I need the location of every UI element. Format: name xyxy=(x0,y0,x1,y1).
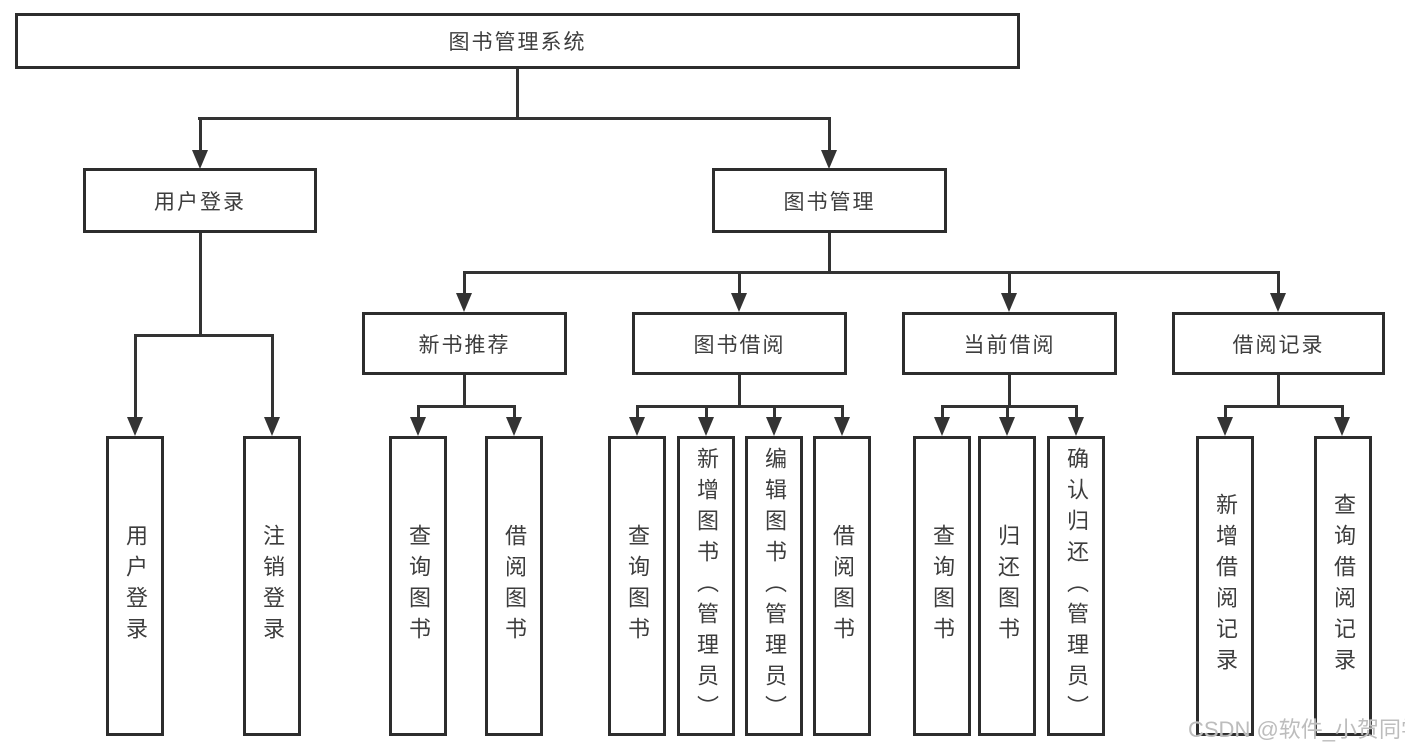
connector-line xyxy=(198,117,831,120)
connector-line xyxy=(1008,374,1011,407)
connector-line xyxy=(1224,405,1344,408)
arrowhead-icon xyxy=(127,417,143,436)
arrowhead-icon xyxy=(1068,417,1084,436)
arrowhead-icon xyxy=(506,417,522,436)
node-user-login: 用户登录 xyxy=(83,168,317,233)
leaf-add-borrow-record-label: 新增借阅记录 xyxy=(1213,493,1238,679)
leaf-query-books-current-label: 查询图书 xyxy=(930,524,955,648)
node-current-borrow: 当前借阅 xyxy=(902,312,1117,375)
leaf-user-login-label: 用户登录 xyxy=(123,524,148,648)
connector-line xyxy=(705,405,708,419)
connector-line xyxy=(636,405,639,419)
node-book-management-label: 图书管理 xyxy=(783,190,876,214)
node-root: 图书管理系统 xyxy=(15,13,1020,69)
arrowhead-icon xyxy=(821,150,837,169)
arrowhead-icon xyxy=(192,150,208,169)
connector-line xyxy=(1277,374,1280,407)
connector-line xyxy=(636,405,843,408)
node-user-login-label: 用户登录 xyxy=(154,190,246,214)
leaf-return-book: 归还图书 xyxy=(978,436,1036,736)
leaf-return-book-label: 归还图书 xyxy=(995,524,1020,648)
arrowhead-icon xyxy=(264,417,280,436)
csdn-watermark: CSDN @软件_小贺同学 xyxy=(1188,717,1405,742)
connector-line xyxy=(1008,271,1011,295)
leaf-edit-book-admin: 编辑图书（管理员） xyxy=(745,436,803,736)
leaf-query-borrow-record-label: 查询借阅记录 xyxy=(1331,493,1356,679)
connector-line xyxy=(738,374,741,407)
leaf-query-books-current: 查询图书 xyxy=(913,436,971,736)
connector-line xyxy=(417,405,420,419)
leaf-logout: 注销登录 xyxy=(243,436,301,736)
connector-line xyxy=(941,405,1077,408)
leaf-borrow-books-recommend-label: 借阅图书 xyxy=(502,524,527,648)
connector-line xyxy=(134,334,137,418)
connector-line xyxy=(1006,405,1009,419)
connector-line xyxy=(417,405,516,408)
arrowhead-icon xyxy=(629,417,645,436)
arrowhead-icon xyxy=(410,417,426,436)
arrowhead-icon xyxy=(934,417,950,436)
leaf-borrow-books-2: 借阅图书 xyxy=(813,436,871,736)
node-new-book-recommend: 新书推荐 xyxy=(362,312,567,375)
arrowhead-icon xyxy=(834,417,850,436)
leaf-add-book-admin-label: 新增图书（管理员） xyxy=(694,446,719,726)
connector-line xyxy=(1224,405,1227,419)
connector-line xyxy=(199,232,202,336)
arrowhead-icon xyxy=(1217,417,1233,436)
connector-line xyxy=(516,69,519,119)
connector-line xyxy=(1341,405,1344,419)
arrowhead-icon xyxy=(731,293,747,312)
leaf-edit-book-admin-label: 编辑图书（管理员） xyxy=(762,446,787,726)
node-root-label: 图书管理系统 xyxy=(448,31,587,54)
arrowhead-icon xyxy=(698,417,714,436)
arrowhead-icon xyxy=(999,417,1015,436)
leaf-logout-label: 注销登录 xyxy=(260,524,285,648)
node-new-book-recommend-label: 新书推荐 xyxy=(418,333,511,357)
node-book-borrow-label: 图书借阅 xyxy=(693,333,786,357)
connector-line xyxy=(463,374,466,407)
arrowhead-icon xyxy=(456,293,472,312)
leaf-query-borrow-record: 查询借阅记录 xyxy=(1314,436,1372,736)
leaf-confirm-return-admin-label: 确认归还（管理员） xyxy=(1064,446,1089,726)
leaf-borrow-books-2-label: 借阅图书 xyxy=(830,524,855,648)
arrowhead-icon xyxy=(1001,293,1017,312)
connector-line xyxy=(513,405,516,419)
leaf-query-books-recommend-label: 查询图书 xyxy=(406,524,431,648)
arrowhead-icon xyxy=(766,417,782,436)
leaf-user-login: 用户登录 xyxy=(106,436,164,736)
node-borrow-records: 借阅记录 xyxy=(1172,312,1385,375)
leaf-borrow-books-recommend: 借阅图书 xyxy=(485,436,543,736)
arrowhead-icon xyxy=(1334,417,1350,436)
connector-line xyxy=(841,405,844,419)
node-borrow-records-label: 借阅记录 xyxy=(1232,333,1325,357)
connector-line xyxy=(199,117,202,151)
connector-line xyxy=(941,405,944,419)
connector-line xyxy=(828,117,831,151)
node-book-borrow: 图书借阅 xyxy=(632,312,847,375)
node-book-management: 图书管理 xyxy=(712,168,947,233)
connector-line xyxy=(1277,271,1280,295)
leaf-add-book-admin: 新增图书（管理员） xyxy=(677,436,735,736)
connector-line xyxy=(463,271,1280,274)
connector-line xyxy=(773,405,776,419)
arrowhead-icon xyxy=(1270,293,1286,312)
node-current-borrow-label: 当前借阅 xyxy=(963,333,1056,357)
connector-line xyxy=(463,271,466,295)
leaf-query-books-recommend: 查询图书 xyxy=(389,436,447,736)
connector-line xyxy=(134,334,274,337)
leaf-add-borrow-record: 新增借阅记录 xyxy=(1196,436,1254,736)
connector-line xyxy=(828,232,831,273)
connector-line xyxy=(738,271,741,295)
leaf-confirm-return-admin: 确认归还（管理员） xyxy=(1047,436,1105,736)
connector-line xyxy=(271,334,274,418)
leaf-query-books-borrow-label: 查询图书 xyxy=(625,524,650,648)
leaf-query-books-borrow: 查询图书 xyxy=(608,436,666,736)
connector-line xyxy=(1075,405,1078,419)
